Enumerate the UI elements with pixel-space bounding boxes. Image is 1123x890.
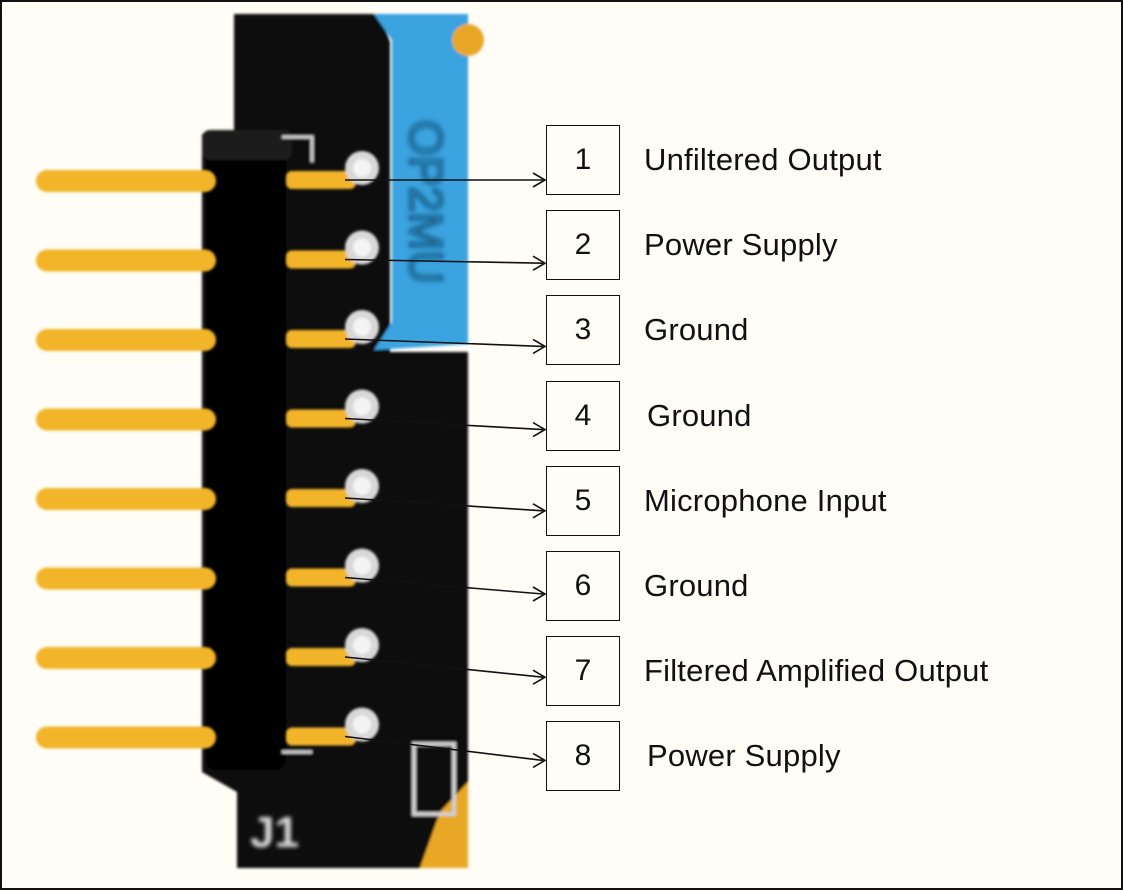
pin-number-box: 3: [546, 295, 620, 366]
arrow-head-3: [532, 338, 547, 355]
pin-leg-6: [36, 567, 216, 590]
arrow-head-6: [532, 586, 547, 602]
pin-number: 2: [574, 228, 592, 262]
solder-pad-center-1: [353, 159, 371, 177]
pin-trace-2: [286, 250, 356, 269]
solder-pad-center-8: [353, 715, 371, 734]
pin-number: 5: [574, 483, 592, 517]
pin-number-box: 4: [546, 380, 620, 451]
pin-leg-7: [36, 647, 216, 669]
arrow-head-7: [532, 669, 547, 685]
pin-trace-6: [286, 568, 356, 587]
pin-label: Power Supply: [644, 227, 838, 263]
arrow-line-3: [344, 338, 544, 348]
pin-number: 1: [574, 143, 592, 176]
arrow-head-5: [532, 503, 547, 519]
pin-label: Ground: [644, 312, 749, 348]
pin-label: Ground: [644, 568, 749, 603]
silkscreen-outline: [282, 135, 314, 754]
pin-number-box: 8: [546, 721, 620, 792]
pin-label: Ground: [647, 397, 752, 433]
arrow-line-5: [344, 497, 544, 512]
pin-number-box: 7: [546, 636, 620, 707]
pin-leg-4: [36, 408, 216, 431]
pin-trace-4: [286, 409, 356, 428]
pcb-blue-region: [374, 14, 468, 350]
pin-trace-7: [286, 648, 356, 666]
pin-number: 4: [574, 398, 592, 432]
gold-corner-top: [452, 24, 484, 56]
pin-leg-3: [36, 329, 216, 351]
arrow-line-8: [344, 735, 544, 762]
component-outline: [412, 742, 456, 816]
pin-leg-5: [36, 488, 216, 510]
pin-number-box: 5: [546, 465, 620, 536]
arrow-head-8: [532, 752, 547, 769]
solder-pad-center-7: [353, 636, 371, 654]
arrow-head-1: [532, 172, 547, 188]
pin-label: Filtered Amplified Output: [644, 653, 989, 689]
pin-number-box: 2: [546, 210, 620, 281]
pin-number: 8: [574, 739, 592, 773]
pin-label: Power Supply: [647, 738, 841, 774]
solder-pad-center-3: [353, 318, 371, 336]
pin-leg-2: [36, 249, 216, 272]
pin-leg-1: [36, 170, 216, 192]
arrow-line-4: [344, 417, 544, 431]
arrow-line-7: [344, 656, 544, 678]
solder-pad-center-4: [353, 397, 371, 416]
arrow-line-2: [344, 258, 544, 264]
pin-number-box: 1: [546, 125, 620, 195]
pin-trace-5: [286, 489, 356, 507]
solder-pad-center-6: [353, 556, 371, 575]
pin-label: Microphone Input: [644, 482, 887, 518]
pin-trace-8: [286, 727, 356, 746]
pin-trace-1: [286, 171, 356, 189]
chip-marking: OP2MU: [400, 120, 452, 284]
arrow-head-2: [532, 255, 547, 271]
solder-pad-center-2: [353, 238, 371, 257]
pin-trace-3: [286, 330, 356, 348]
arrow-head-4: [532, 421, 547, 438]
arrow-line-6: [344, 576, 544, 595]
pin-leg-8: [36, 726, 216, 749]
pin-number-box: 6: [546, 551, 620, 621]
header-plastic: [206, 130, 286, 770]
solder-pad-center-5: [353, 477, 371, 495]
pin-label: Unfiltered Output: [644, 142, 882, 177]
pin-number: 6: [574, 569, 592, 602]
pin-number: 3: [574, 313, 592, 347]
pin-number: 7: [574, 654, 592, 688]
connector-label: J1: [250, 808, 299, 857]
